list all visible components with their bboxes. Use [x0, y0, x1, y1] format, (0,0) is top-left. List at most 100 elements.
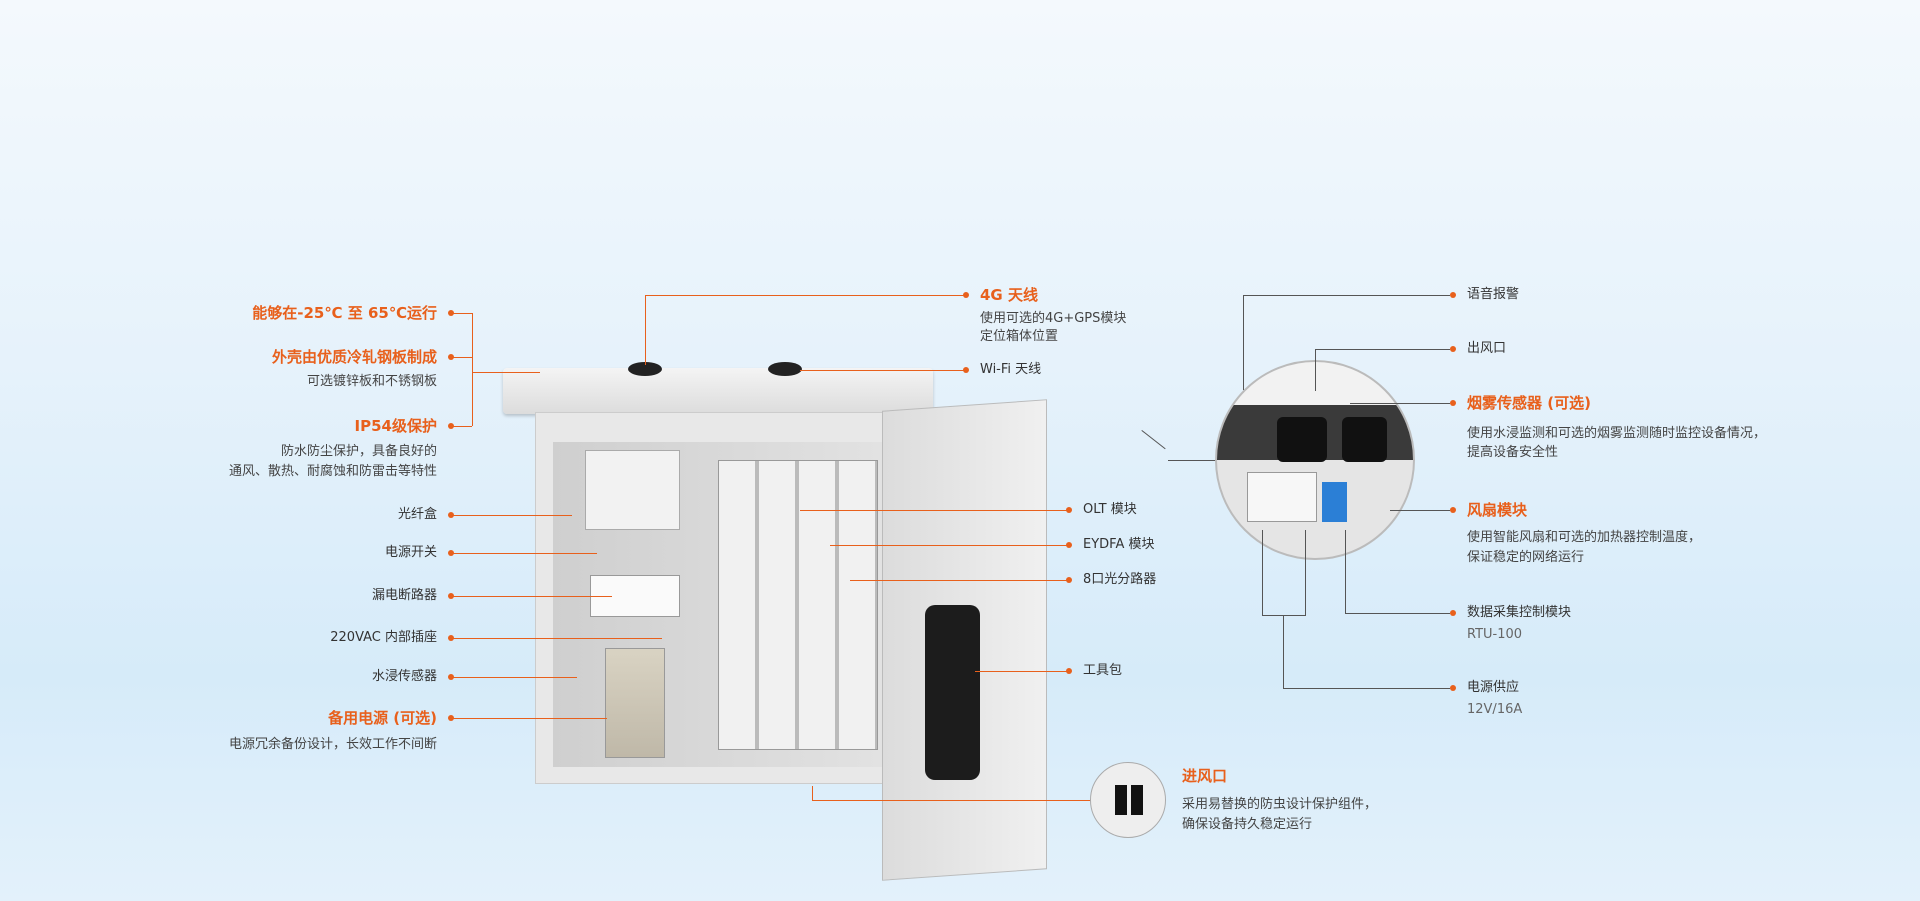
label-olt: OLT 模块 — [1083, 502, 1137, 517]
label-power-supply-sub: 12V/16A — [1467, 702, 1523, 717]
label-temperature: 能够在-25℃ 至 65℃运行 — [252, 304, 437, 322]
dot — [963, 292, 969, 298]
dot — [1450, 507, 1456, 513]
antenna-wifi — [768, 362, 802, 376]
label-fan-sub: 保证稳定的网络运行 — [1467, 550, 1585, 565]
bracket-line — [472, 372, 540, 373]
dot — [1450, 400, 1456, 406]
label-air-outlet: 出风口 — [1467, 341, 1507, 356]
leader-line — [452, 553, 597, 554]
leader-line — [1390, 510, 1450, 511]
leader-line — [1262, 615, 1306, 616]
dot — [448, 310, 454, 316]
leader-line — [812, 800, 1092, 801]
dot — [963, 367, 969, 373]
label-fan-module: 风扇模块 — [1467, 501, 1528, 519]
dot — [448, 715, 454, 721]
leader-line — [830, 545, 1068, 546]
leader-line — [645, 295, 646, 365]
leader-line — [452, 638, 662, 639]
label-tool-bag: 工具包 — [1083, 663, 1123, 678]
dot — [1450, 685, 1456, 691]
leader-line — [1168, 460, 1218, 461]
dot — [448, 550, 454, 556]
leader-line — [1350, 403, 1450, 404]
label-air-inlet: 进风口 — [1182, 767, 1228, 785]
leader-line — [800, 370, 965, 371]
leader-line — [452, 677, 577, 678]
label-4g-sub: 使用可选的4G+GPS模块 — [980, 311, 1127, 326]
leader-line — [812, 786, 813, 800]
backup-battery — [605, 648, 665, 758]
leader-line — [850, 580, 1068, 581]
label-power-supply: 电源供应 — [1467, 680, 1520, 695]
breaker — [590, 575, 680, 617]
leader-line — [1315, 349, 1316, 391]
leader-line — [1262, 530, 1263, 615]
dot — [448, 354, 454, 360]
leader-line — [1243, 295, 1450, 296]
leader-line — [1283, 615, 1284, 688]
label-backup-power: 备用电源 (可选) — [328, 709, 437, 727]
rtu-module — [1322, 482, 1347, 522]
dot — [1066, 507, 1072, 513]
label-smoke-sensor: 烟雾传感器 (可选) — [1467, 394, 1591, 412]
label-4g-sub: 定位箱体位置 — [980, 329, 1059, 344]
label-voice-alarm: 语音报警 — [1467, 287, 1520, 302]
leader-line — [800, 510, 1068, 511]
label-rtu-sub: RTU-100 — [1467, 627, 1523, 642]
label-socket: 220VAC 内部插座 — [330, 630, 437, 645]
label-rtu: 数据采集控制模块 — [1467, 605, 1572, 620]
label-shell: 外壳由优质冷轧钢板制成 — [271, 348, 437, 366]
cabinet-lid — [503, 368, 933, 414]
bracket-line — [452, 313, 472, 314]
bracket-line — [452, 357, 472, 358]
interior-detail-circle — [1215, 360, 1415, 560]
label-fiber-box: 光纤盒 — [397, 507, 437, 522]
leader-line — [1283, 688, 1450, 689]
dot — [1450, 346, 1456, 352]
label-water-sensor: 水浸传感器 — [371, 669, 437, 684]
dot — [448, 674, 454, 680]
leader-line — [1243, 295, 1244, 390]
dot — [448, 423, 454, 429]
label-4g-antenna: 4G 天线 — [980, 286, 1038, 304]
power-modules — [585, 450, 680, 530]
bracket-line — [452, 426, 472, 427]
antenna-4g — [628, 362, 662, 376]
label-air-inlet-sub: 采用易替换的防虫设计保护组件， — [1182, 797, 1378, 812]
bracket-line — [472, 313, 473, 426]
label-smoke-sub: 使用水浸监测和可选的烟雾监测随时监控设备情况， — [1467, 426, 1767, 441]
label-leakage-breaker: 漏电断路器 — [371, 588, 437, 603]
dot — [1450, 610, 1456, 616]
leader-line — [975, 671, 1068, 672]
leader-line — [1345, 613, 1450, 614]
label-shell-sub: 可选镀锌板和不锈钢板 — [306, 374, 437, 389]
dot — [448, 593, 454, 599]
fan — [1342, 417, 1387, 462]
leader-line — [452, 515, 572, 516]
tool-bag — [925, 605, 980, 780]
label-ip54-sub: 防水防尘保护，具备良好的 — [280, 444, 437, 459]
air-inlet-detail-circle — [1090, 762, 1166, 838]
label-fan-sub: 使用智能风扇和可选的加热器控制温度， — [1467, 530, 1702, 545]
label-wifi: Wi-Fi 天线 — [980, 362, 1042, 377]
label-ip54: IP54级保护 — [354, 417, 437, 435]
leader-line — [1315, 349, 1450, 350]
label-backup-power-sub: 电源冗余备份设计，长效工作不间断 — [228, 737, 437, 752]
air-inlet-vent — [1115, 785, 1143, 815]
dot — [448, 635, 454, 641]
label-splitter: 8口光分路器 — [1083, 572, 1157, 587]
dot — [1066, 542, 1072, 548]
olt-modules — [718, 460, 878, 750]
leader-line — [1305, 530, 1306, 615]
dot — [1450, 292, 1456, 298]
label-ip54-sub: 通风、散热、耐腐蚀和防雷击等特性 — [228, 464, 437, 479]
leader-line — [1345, 530, 1346, 613]
label-power-switch: 电源开关 — [384, 545, 437, 560]
label-smoke-sub: 提高设备安全性 — [1467, 445, 1559, 460]
power-supply — [1247, 472, 1317, 522]
leader-line — [452, 718, 607, 719]
dot — [1066, 577, 1072, 583]
